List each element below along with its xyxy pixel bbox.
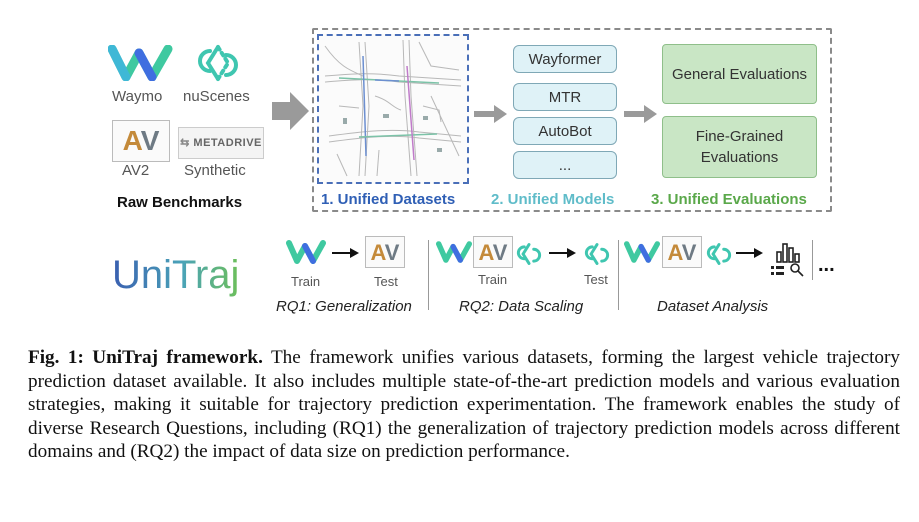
data-analysis-icon — [771, 243, 804, 277]
waymo-logo-icon — [624, 241, 660, 263]
arrow-right-icon — [272, 92, 309, 130]
nuscenes-logo-icon — [584, 243, 610, 265]
waymo-logo-icon — [108, 45, 173, 81]
model-more: ... — [513, 151, 617, 179]
arrow-right-icon — [332, 248, 359, 258]
rq2-label: RQ2: Data Scaling — [459, 298, 584, 315]
arrow-right-icon — [474, 105, 507, 123]
stage-unified-evaluations: 3. Unified Evaluations — [651, 191, 807, 208]
fine-grained-evaluations-box: Fine-Grained Evaluations — [662, 116, 817, 178]
rq1-train-label: Train — [291, 274, 321, 289]
figure-caption: Fig. 1: UniTraj framework. The framework… — [28, 346, 900, 464]
av2-logo-icon: AV — [365, 236, 405, 268]
separator — [618, 240, 619, 310]
rq1-test-label: Test — [374, 274, 398, 289]
nuscenes-label: nuScenes — [183, 88, 250, 105]
nuscenes-logo-icon — [516, 243, 542, 265]
waymo-logo-icon — [286, 240, 326, 264]
arrow-right-icon — [624, 105, 657, 123]
stage-unified-models: 2. Unified Models — [491, 191, 615, 208]
arrow-right-icon — [549, 248, 576, 258]
more-ellipsis: ... — [818, 254, 835, 276]
dataset-analysis-label: Dataset Analysis — [657, 298, 769, 315]
model-wayformer: Wayformer — [513, 45, 617, 73]
waymo-logo-icon — [436, 241, 472, 263]
model-autobot: AutoBot — [513, 117, 617, 145]
av2-label: AV2 — [122, 162, 150, 179]
stage-unified-datasets: 1. Unified Datasets — [321, 191, 456, 208]
unified-datasets-map — [317, 34, 469, 184]
rq2-train-label: Train — [478, 272, 508, 287]
caption-label: Fig. 1: UniTraj framework. — [28, 347, 263, 368]
svg-text:UniTraj: UniTraj — [112, 253, 239, 297]
av2-logo-icon: AV — [662, 236, 702, 268]
arrow-right-icon — [736, 248, 763, 258]
nuscenes-logo-icon — [198, 45, 238, 81]
caption-text: The framework unifies various datasets, … — [28, 347, 900, 463]
waymo-label: Waymo — [112, 88, 163, 105]
pipeline-frame — [312, 28, 832, 212]
av2-logo-icon: AV — [112, 120, 170, 162]
av2-logo-icon: AV — [473, 236, 513, 268]
synthetic-label: Synthetic — [184, 162, 246, 179]
road-map-icon — [324, 39, 462, 177]
rq1-label: RQ1: Generalization — [276, 298, 412, 315]
model-mtr: MTR — [513, 83, 617, 111]
nuscenes-logo-icon — [706, 243, 732, 265]
general-evaluations-box: General Evaluations — [662, 44, 817, 104]
metadrive-logo-icon: ⇆ METADRIVE — [178, 127, 264, 159]
raw-benchmarks-title: Raw Benchmarks — [117, 194, 243, 211]
separator — [812, 240, 813, 280]
rq2-test-label: Test — [584, 272, 608, 287]
unitraj-logo: UniTraj — [112, 253, 239, 297]
separator — [428, 240, 429, 310]
